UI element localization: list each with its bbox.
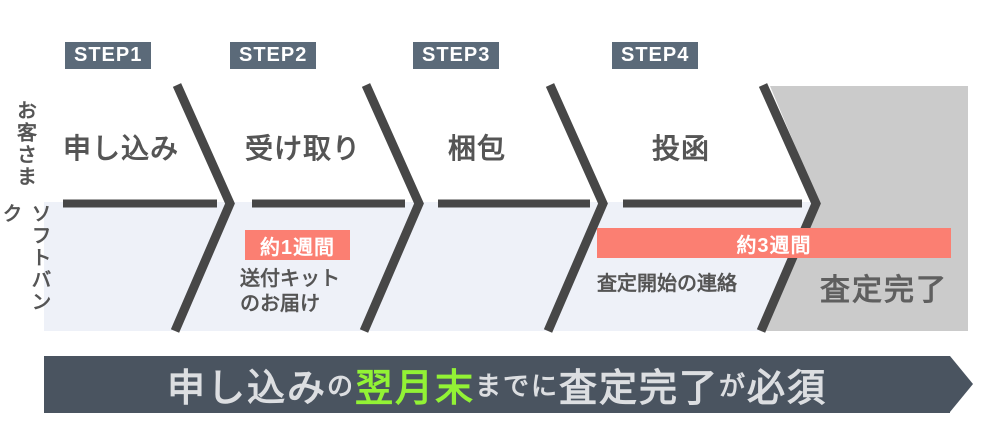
step-divider-chevron-icon xyxy=(543,83,608,333)
kit-delivery-label: 送付キット のお届け xyxy=(240,267,340,317)
actor-label-company: ソフトバンク xyxy=(0,203,50,313)
kit-delivery-line-1: 送付キット xyxy=(240,268,340,290)
step-divider-chevron-icon xyxy=(359,83,424,333)
banner-segment: 査定完了 xyxy=(559,368,720,410)
assessment-contact-label: 査定開始の連絡 xyxy=(597,273,737,295)
duration-badge-one-week: 約1週間 xyxy=(245,230,350,260)
duration-badge-three-weeks: 約3週間 xyxy=(597,228,951,258)
step-divider-chevron-icon xyxy=(170,83,235,333)
completed-region xyxy=(763,86,968,331)
step-label-receive: 受け取り xyxy=(245,133,362,164)
step-label-post: 投函 xyxy=(652,133,711,164)
deadline-banner: 申し込み の 翌月末 までに 査定完了 が 必須 xyxy=(44,356,973,413)
step-divider-chevron-icon xyxy=(756,83,821,333)
banner-segment: 申し込み xyxy=(166,368,327,410)
step-label-apply: 申し込み xyxy=(63,133,180,164)
banner-segment: 必須 xyxy=(747,368,828,410)
step-badge-2: STEP2 xyxy=(230,42,317,69)
step-badge-1: STEP1 xyxy=(65,42,152,69)
assessment-complete-label: 査定完了 xyxy=(820,274,948,307)
banner-segment: が xyxy=(719,371,748,401)
banner-segment: の xyxy=(326,371,355,401)
step-badge-3: STEP3 xyxy=(413,42,500,69)
step-label-pack: 梱包 xyxy=(448,133,507,164)
banner-segment: までに xyxy=(474,371,559,401)
kit-delivery-line-2: のお届け xyxy=(240,293,320,315)
actor-label-customer: お客さま xyxy=(13,100,36,188)
banner-segment-highlight: 翌月末 xyxy=(354,368,475,410)
step-badge-4: STEP4 xyxy=(612,42,699,69)
